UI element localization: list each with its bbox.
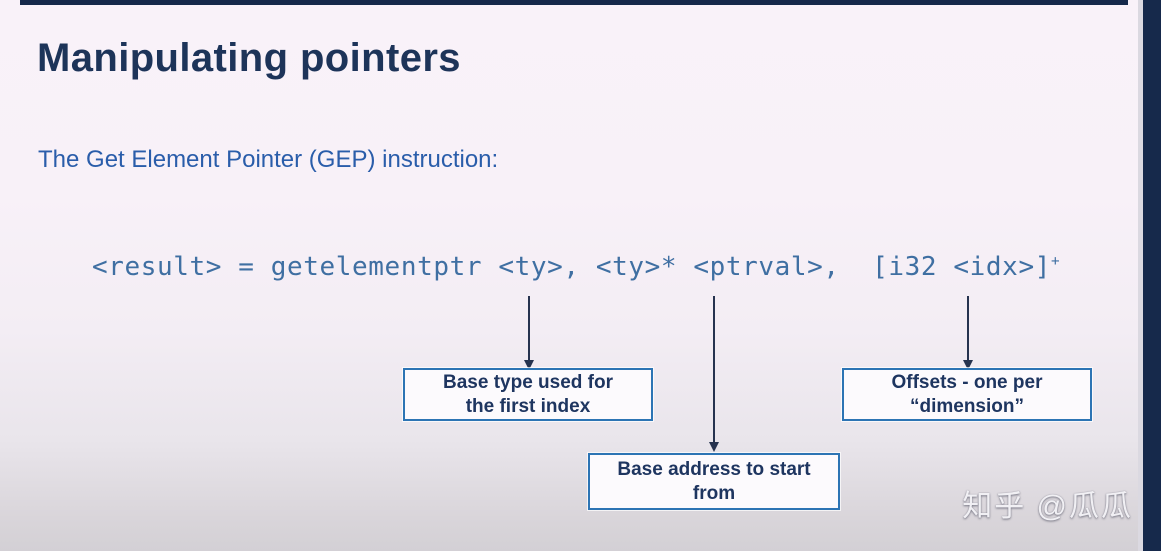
gep-code-text: <result> = getelementptr <ty>, <ty>* <pt… (92, 252, 1051, 282)
slide-subtitle: The Get Element Pointer (GEP) instructio… (38, 146, 499, 173)
top-letterbox-strip (20, 0, 1128, 5)
callout-offsets: Offsets - one per “dimension” (842, 368, 1092, 421)
arrow-down-icon (963, 296, 973, 370)
callout-base-address-label: Base address to start from (617, 458, 811, 504)
arrow-down-icon (709, 296, 719, 452)
gep-instruction-code: <result> = getelementptr <ty>, <ty>* <pt… (92, 252, 1060, 282)
callout-base-type-label: Base type used for the first index (443, 371, 613, 417)
gep-code-superscript: + (1050, 253, 1060, 270)
callout-offsets-label: Offsets - one per “dimension” (891, 371, 1043, 417)
right-letterbox-band (1138, 0, 1161, 551)
callout-base-address: Base address to start from (588, 453, 840, 510)
slide-title: Manipulating pointers (37, 36, 461, 80)
callout-base-type: Base type used for the first index (403, 368, 653, 421)
arrow-down-icon (524, 296, 534, 370)
zhihu-watermark: 知乎 @瓜瓜 (962, 490, 1133, 523)
